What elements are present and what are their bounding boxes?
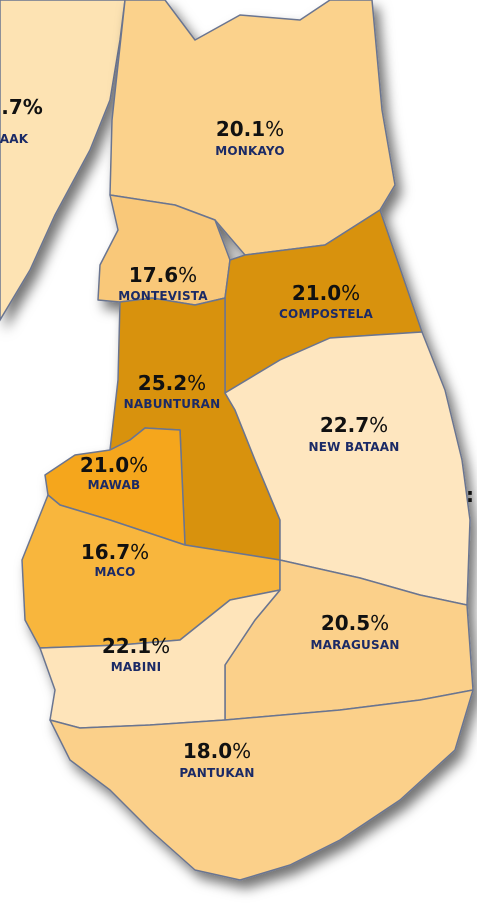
- partial-left-percent: .7%: [1, 95, 43, 119]
- name-pantukan: PANTUKAN: [179, 766, 255, 780]
- label-pantukan: 18.0% PANTUKAN: [179, 739, 255, 780]
- name-maragusan: MARAGUSAN: [310, 638, 400, 652]
- label-monkayo: 20.1% MONKAYO: [215, 117, 285, 158]
- name-mawab: MAWAB: [87, 478, 141, 492]
- value-pantukan: 18.0: [182, 739, 233, 763]
- partial-left-name: AAK: [0, 132, 29, 146]
- label-nabunturan: 25.2% NABUNTURAN: [123, 371, 221, 411]
- name-maco: MACO: [94, 565, 136, 579]
- name-montevista: MONTEVISTA: [118, 289, 208, 303]
- value-compostela: 21.0: [291, 281, 342, 305]
- label-new-bataan: 22.7% NEW BATAAN: [308, 413, 400, 454]
- label-mawab: 21.0% MAWAB: [79, 453, 149, 492]
- label-maragusan: 20.5% MARAGUSAN: [310, 611, 400, 652]
- value-maragusan: 20.5: [320, 611, 371, 635]
- region-pantukan[interactable]: [49, 689, 474, 881]
- label-compostela: 21.0% COMPOSTELA: [279, 281, 373, 321]
- name-mabini: MABINI: [110, 660, 162, 674]
- name-new-bataan: NEW BATAAN: [308, 440, 400, 454]
- side-mark: :: [466, 484, 474, 506]
- value-mabini: 22.1: [101, 634, 152, 658]
- label-mabini: 22.1% MABINI: [101, 634, 171, 674]
- label-montevista: 17.6% MONTEVISTA: [118, 263, 208, 303]
- value-monkayo: 20.1: [215, 117, 266, 141]
- value-new-bataan: 22.7: [319, 413, 370, 437]
- side-mark-text: :: [466, 483, 474, 507]
- partial-left-name-label: AAK: [0, 128, 28, 147]
- name-monkayo: MONKAYO: [215, 144, 285, 158]
- name-compostela: COMPOSTELA: [279, 307, 373, 321]
- value-maco: 16.7: [80, 540, 131, 564]
- value-nabunturan: 25.2: [137, 371, 188, 395]
- value-montevista: 17.6: [128, 263, 179, 287]
- partial-left-percent-label: .7%: [1, 96, 43, 118]
- name-nabunturan: NABUNTURAN: [123, 397, 221, 411]
- value-mawab: 21.0: [79, 453, 130, 477]
- label-maco: 16.7% MACO: [80, 540, 150, 579]
